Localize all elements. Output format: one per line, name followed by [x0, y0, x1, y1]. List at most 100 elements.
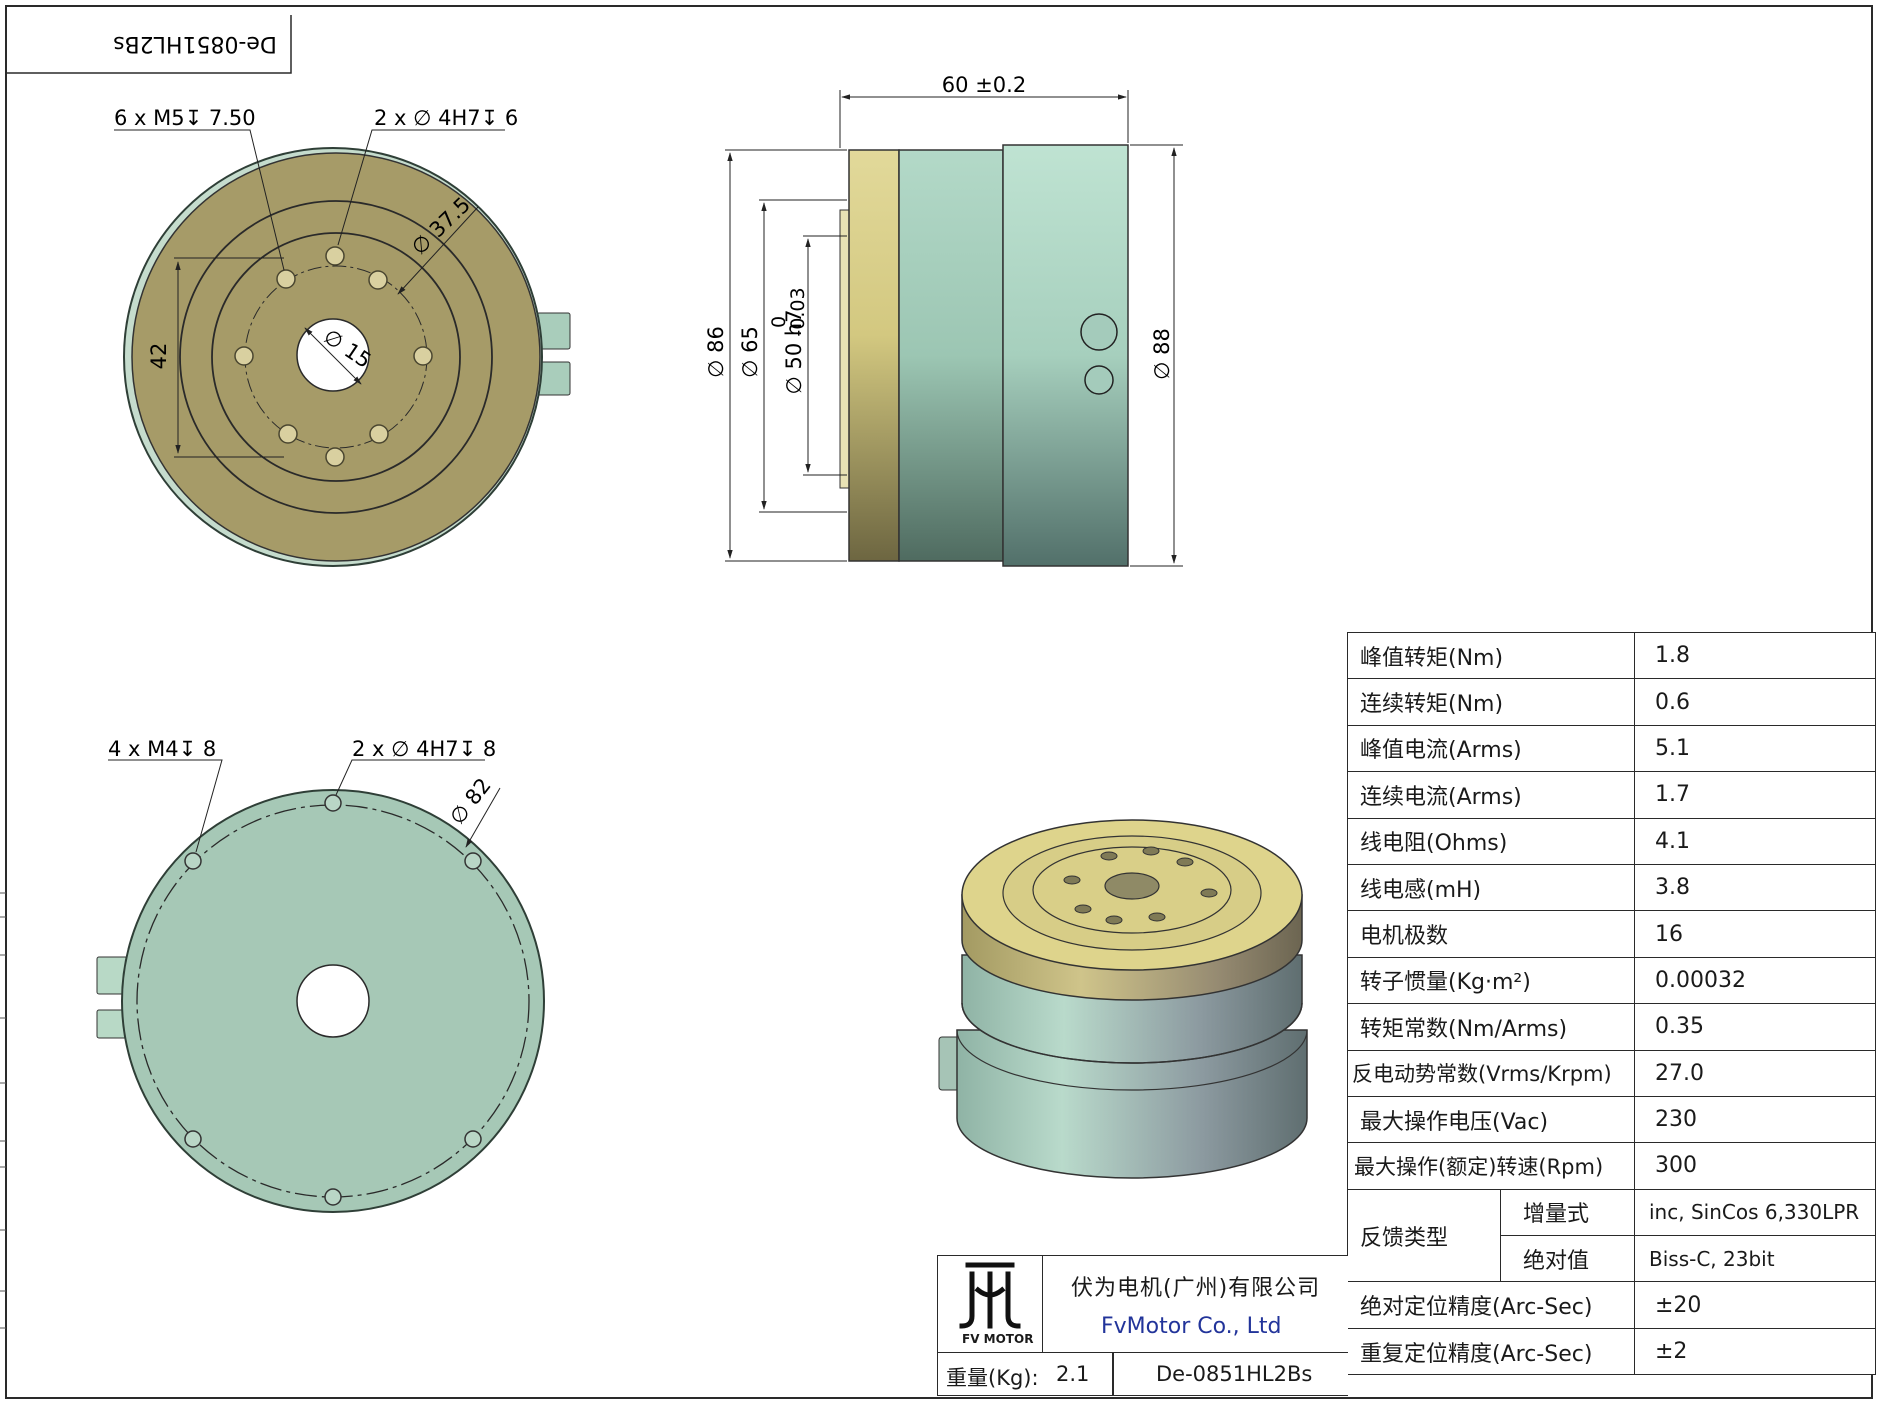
- rear-bore: [296, 964, 370, 1038]
- side-housing-front: [898, 149, 1004, 562]
- feedback-incremental-label: 增量式: [1500, 1188, 1635, 1237]
- title-block-bottom-row: 重量(Kg): 2.1 De-0851HL2Bs: [938, 1352, 1348, 1396]
- title-block: FV MOTOR 伏为电机(广州)有限公司 FvMotor Co., Ltd 重…: [937, 1255, 1348, 1396]
- feedback-absolute-value: Biss-C, 23bit: [1634, 1235, 1876, 1283]
- logo-text: FV MOTOR: [962, 1332, 1034, 1346]
- spec-value: 0.00032: [1634, 956, 1876, 1005]
- callout-tapped: 6 x M5↧ 7.50: [114, 106, 256, 130]
- spec-label: 峰值转矩(Nm): [1347, 631, 1635, 680]
- dim-50-tol-lower: -0.03: [787, 287, 809, 336]
- spec-row: 最大操作电压(Vac) 230: [1347, 1095, 1876, 1144]
- spec-label: 电机极数: [1347, 910, 1635, 958]
- left-edge-ticks: [0, 892, 6, 1329]
- tapped-hole: [184, 1130, 202, 1148]
- spec-row: 连续转矩(Nm) 0.6: [1347, 678, 1876, 726]
- spec-value: 27.0: [1634, 1049, 1876, 1097]
- front-view: 42 ∅ 15 ∅ 37.5 6 x M5↧ 7.50 2 x ∅ 4H7↧ 6: [114, 106, 571, 567]
- connector-circle-bottom: [1084, 365, 1114, 395]
- spec-value: ±2: [1634, 1327, 1876, 1376]
- tapped-hole: [234, 346, 254, 366]
- spec-row: 连续电流(Arms) 1.7: [1347, 771, 1876, 819]
- feedback-incremental-value: inc, SinCos 6,330LPR: [1634, 1188, 1876, 1237]
- side-housing-rear: [1002, 144, 1129, 567]
- spec-label: 线电阻(Ohms): [1347, 817, 1635, 865]
- pin-hole: [325, 447, 345, 467]
- divider: [1112, 1353, 1114, 1396]
- dim-65: ∅ 65: [738, 326, 762, 378]
- spec-row: 峰值电流(Arms) 5.1: [1347, 724, 1876, 773]
- spec-value: 300: [1634, 1142, 1876, 1190]
- feedback-absolute-label: 绝对值: [1500, 1235, 1635, 1283]
- iso-connector: [938, 1036, 960, 1091]
- front-ring-inner: [211, 232, 461, 482]
- spec-value: 5.1: [1634, 724, 1876, 773]
- isometric-view: [938, 819, 1308, 1179]
- front-holes: [234, 246, 433, 467]
- spec-label: 最大操作(额定)转速(Rpm): [1347, 1142, 1635, 1190]
- dim-50: ∅ 50 h7: [782, 309, 806, 394]
- spec-value: 0.6: [1634, 678, 1876, 726]
- leader-pin: [335, 759, 485, 796]
- tapped-hole: [184, 852, 202, 870]
- spec-row: 反电动势常数(Vrms/Krpm) 27.0: [1347, 1049, 1876, 1097]
- pin-hole: [324, 1188, 342, 1206]
- tapped-hole: [464, 852, 482, 870]
- weight-value: 2.1: [1056, 1362, 1090, 1386]
- spec-value: 0.35: [1634, 1003, 1876, 1051]
- spec-row: 转子惯量(Kg·m²) 0.00032: [1347, 956, 1876, 1005]
- model-number: De-0851HL2Bs: [1156, 1362, 1313, 1386]
- callout-pin: 2 x ∅ 4H7↧ 6: [374, 106, 518, 130]
- spec-row: 峰值转矩(Nm) 1.8: [1347, 631, 1876, 680]
- dim-42: 42: [147, 343, 171, 370]
- connector-circle-top: [1080, 313, 1118, 351]
- spec-value: 4.1: [1634, 817, 1876, 865]
- side-flange: [848, 149, 900, 562]
- fv-motor-logo-icon: [959, 1262, 1021, 1329]
- spec-row: 电机极数 16: [1347, 910, 1876, 958]
- dim-line-pcd: [397, 206, 479, 295]
- spec-row: 线电感(mH) 3.8: [1347, 863, 1876, 912]
- tapped-hole: [369, 424, 389, 444]
- spec-value: 3.8: [1634, 863, 1876, 912]
- leader-pin: [337, 129, 505, 246]
- leader-tapped: [108, 759, 223, 853]
- spec-label: 转子惯量(Kg·m²): [1347, 956, 1635, 1005]
- iso-seam: [956, 1029, 1308, 1091]
- spec-value: 1.7: [1634, 771, 1876, 819]
- spec-row: 重复定位精度(Arc-Sec) ±2: [1347, 1327, 1876, 1376]
- spec-row: 转矩常数(Nm/Arms) 0.35: [1347, 1003, 1876, 1051]
- side-view: 60 ±0.2 ∅ 86 ∅ 65 ∅ 50 h7 -0.03 0 ∅ 88: [704, 73, 1183, 567]
- dim-50-tol-upper: 0: [768, 316, 790, 328]
- dim-line-bore: [304, 327, 362, 385]
- pin-hole: [324, 794, 342, 812]
- iso-bore: [1104, 872, 1160, 900]
- pin-hole: [325, 246, 345, 266]
- dim-88: ∅ 88: [1150, 328, 1174, 380]
- dim-pcd: ∅ 82: [445, 774, 496, 830]
- spec-value: 16: [1634, 910, 1876, 958]
- iso-holes: [1063, 846, 1218, 925]
- tapped-hole: [413, 346, 433, 366]
- spec-row-feedback: 反馈类型 增量式 inc, SinCos 6,330LPR: [1347, 1188, 1876, 1283]
- spec-label: 重复定位精度(Arc-Sec): [1347, 1327, 1635, 1376]
- tapped-hole: [278, 424, 298, 444]
- tapped-hole: [276, 269, 296, 289]
- company-name-cn: 伏为电机(广州)有限公司: [1071, 1276, 1321, 1301]
- dim-86: ∅ 86: [704, 326, 728, 378]
- company-logo: FV MOTOR: [938, 1256, 1043, 1352]
- spec-row: 最大操作(额定)转速(Rpm) 300: [1347, 1142, 1876, 1190]
- weight-label: 重量(Kg):: [946, 1366, 1039, 1390]
- corner-label-text: De-0851HL2Bs: [113, 31, 277, 56]
- spec-label: 反电动势常数(Vrms/Krpm): [1347, 1049, 1635, 1097]
- rear-holes: [184, 794, 482, 1206]
- tapped-hole: [368, 270, 388, 290]
- callout-tapped: 4 x M4↧ 8: [108, 737, 216, 761]
- spec-value: 1.8: [1634, 631, 1876, 680]
- spec-row: 线电阻(Ohms) 4.1: [1347, 817, 1876, 865]
- spec-row-feedback: 绝对值 Biss-C, 23bit: [1348, 1235, 1876, 1283]
- spec-table: 峰值转矩(Nm) 1.8 连续转矩(Nm) 0.6 峰值电流(Arms) 5.1…: [1347, 631, 1876, 1376]
- corner-label: De-0851HL2Bs: [6, 15, 292, 74]
- iso-lower-body: [956, 1029, 1308, 1179]
- dim-length: 60 ±0.2: [942, 73, 1026, 97]
